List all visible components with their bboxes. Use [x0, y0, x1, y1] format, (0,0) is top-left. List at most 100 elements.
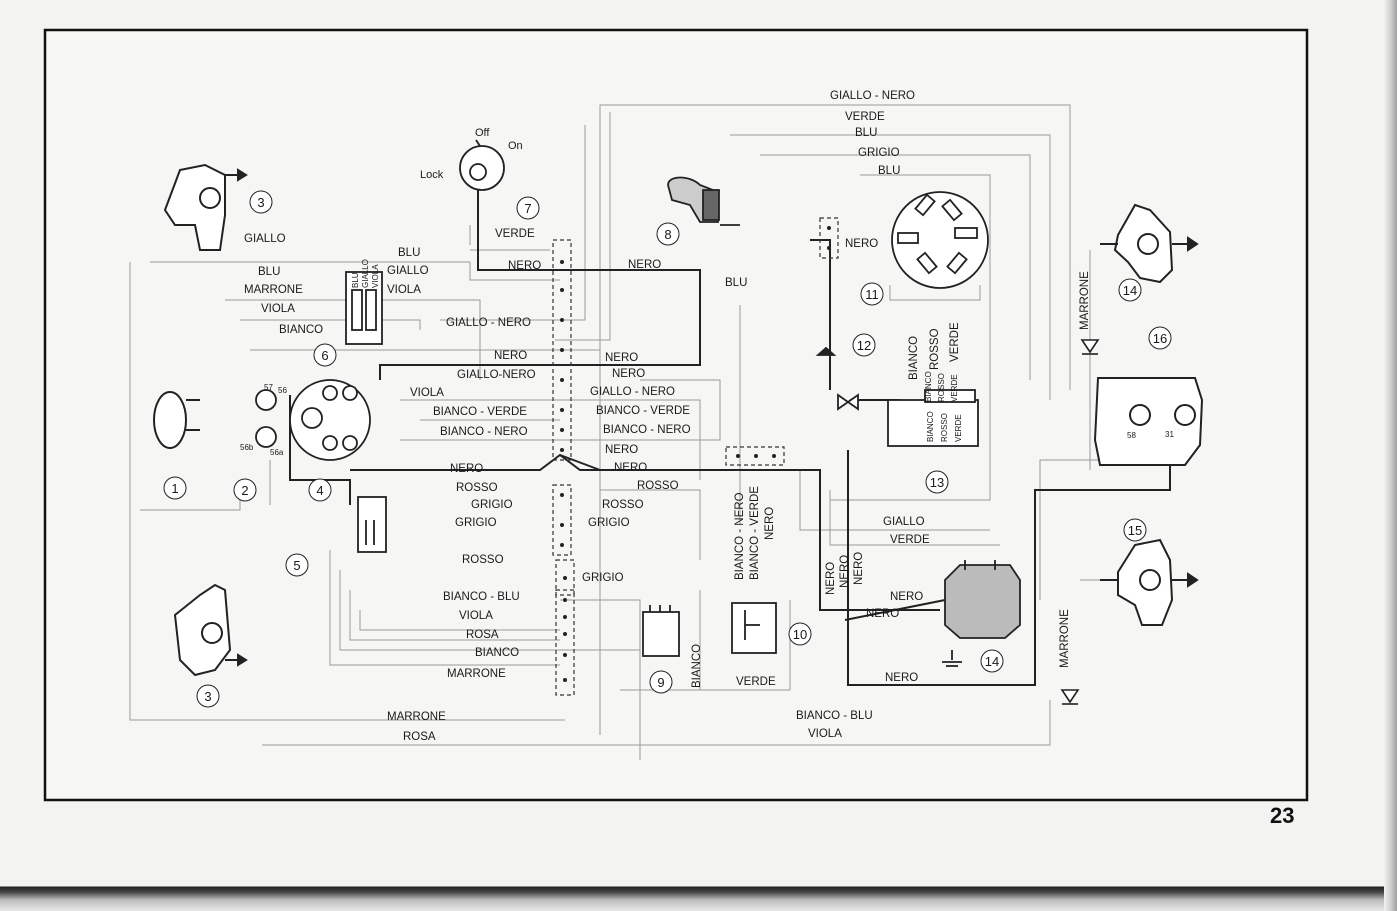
svg-text:NERO: NERO — [605, 352, 638, 364]
svg-text:3: 3 — [204, 689, 211, 704]
svg-text:VERDE: VERDE — [890, 534, 930, 546]
indicator-rear-right — [1100, 538, 1199, 626]
svg-text:NERO: NERO — [839, 555, 851, 588]
terminal-block — [887, 389, 979, 447]
component-labels: 3 7 8 11 14 16 12 6 13 1 2 4 5 15 10 14 … — [163, 190, 1172, 708]
svg-text:GIALLO-NERO: GIALLO-NERO — [457, 369, 536, 381]
svg-text:NERO: NERO — [614, 462, 647, 474]
terminal-labels: 57 56 56b 56a 58 31 — [240, 383, 1174, 457]
switch-label-off: Off — [475, 127, 490, 139]
main-wiring — [289, 170, 1171, 686]
svg-text:VIOLA: VIOLA — [808, 728, 842, 740]
svg-text:BIANCO - BLU: BIANCO - BLU — [443, 591, 520, 603]
svg-text:MARRONE: MARRONE — [387, 711, 446, 723]
svg-text:BIANCO: BIANCO — [691, 644, 703, 688]
svg-text:BLU: BLU — [351, 272, 360, 288]
svg-text:NERO: NERO — [890, 591, 923, 603]
component-label-2: 2 — [233, 478, 257, 502]
svg-text:7: 7 — [524, 201, 531, 216]
switch-block-labels: BLU GIALLO VIOLA — [351, 259, 380, 288]
book-right-edge — [1384, 0, 1397, 911]
svg-text:MARRONE: MARRONE — [244, 284, 303, 296]
svg-text:10: 10 — [793, 627, 807, 642]
page-number: 23 — [1270, 803, 1295, 828]
svg-text:BLU: BLU — [258, 266, 280, 278]
svg-text:BIANCO - NERO: BIANCO - NERO — [734, 492, 746, 580]
svg-text:6: 6 — [321, 348, 328, 363]
svg-text:GRIGIO: GRIGIO — [471, 499, 513, 511]
ignition-switch — [459, 139, 505, 191]
svg-text:ROSSO: ROSSO — [940, 413, 949, 442]
svg-text:14: 14 — [1123, 283, 1137, 298]
component-label-6: 6 — [313, 343, 337, 367]
svg-text:9: 9 — [657, 675, 664, 690]
flywheel-magneto — [289, 379, 371, 461]
stop-light-switch — [667, 176, 740, 226]
voltage-regulator — [357, 496, 387, 553]
svg-text:BIANCO - VERDE: BIANCO - VERDE — [749, 486, 761, 580]
svg-text:VERDE: VERDE — [949, 322, 961, 362]
component-label-13: 13 — [925, 470, 949, 494]
connector-column — [552, 217, 839, 696]
book-bottom-edge — [0, 878, 1397, 911]
component-label-5: 5 — [285, 553, 309, 577]
svg-text:BLU: BLU — [725, 277, 747, 289]
component-label-16: 16 — [1148, 326, 1172, 350]
side-marker-diodes — [1060, 339, 1100, 705]
svg-text:BIANCO: BIANCO — [924, 371, 933, 402]
svg-text:NERO: NERO — [605, 444, 638, 456]
svg-text:NERO: NERO — [494, 350, 527, 362]
svg-text:VERDE: VERDE — [736, 676, 776, 688]
svg-text:13: 13 — [930, 475, 944, 490]
svg-text:BIANCO: BIANCO — [279, 324, 323, 336]
svg-text:2: 2 — [241, 483, 248, 498]
svg-text:VERDE: VERDE — [495, 228, 535, 240]
svg-text:BIANCO - BLU: BIANCO - BLU — [796, 710, 873, 722]
svg-text:BLU: BLU — [855, 127, 877, 139]
svg-text:ROSSO: ROSSO — [462, 554, 504, 566]
svg-text:NERO: NERO — [628, 259, 661, 271]
svg-text:NERO: NERO — [450, 463, 483, 475]
svg-text:VIOLA: VIOLA — [410, 387, 444, 399]
svg-text:ROSSO: ROSSO — [937, 373, 946, 402]
svg-text:NERO: NERO — [866, 608, 899, 620]
svg-text:12: 12 — [857, 338, 871, 353]
svg-text:VERDE: VERDE — [845, 111, 885, 123]
svg-text:ROSA: ROSA — [403, 731, 436, 743]
svg-text:VIOLA: VIOLA — [371, 264, 380, 288]
horn — [153, 391, 200, 449]
svg-text:GIALLO: GIALLO — [361, 259, 370, 288]
svg-text:GIALLO: GIALLO — [883, 516, 925, 528]
light-switch — [255, 389, 277, 448]
indicator-front-left — [163, 163, 248, 251]
svg-text:56b: 56b — [240, 443, 254, 452]
svg-text:31: 31 — [1165, 430, 1174, 439]
svg-text:NERO: NERO — [764, 507, 776, 540]
connector-pins — [560, 226, 831, 682]
indicator-rear-left — [173, 583, 248, 677]
svg-text:VIOLA: VIOLA — [387, 284, 421, 296]
component-label-15a: 14 — [1118, 278, 1142, 302]
svg-text:GIALLO: GIALLO — [244, 233, 286, 245]
svg-text:ROSA: ROSA — [466, 629, 499, 641]
component-label-8: 8 — [656, 222, 680, 246]
svg-text:56a: 56a — [270, 448, 284, 457]
background-wiring — [129, 104, 1161, 760]
svg-text:1: 1 — [171, 481, 178, 496]
svg-text:BIANCO: BIANCO — [475, 647, 519, 659]
instrument-cluster — [891, 191, 989, 289]
svg-text:MARRONE: MARRONE — [1079, 271, 1091, 330]
component-label-10: 10 — [788, 622, 812, 646]
svg-text:VIOLA: VIOLA — [459, 610, 493, 622]
svg-text:BIANCO - VERDE: BIANCO - VERDE — [596, 405, 690, 417]
svg-text:4: 4 — [316, 483, 323, 498]
svg-text:BIANCO - VERDE: BIANCO - VERDE — [433, 406, 527, 418]
component-label-15b: 15 — [1123, 518, 1147, 542]
svg-text:BIANCO - NERO: BIANCO - NERO — [603, 424, 691, 436]
svg-text:16: 16 — [1153, 331, 1167, 346]
svg-text:ROSSO: ROSSO — [929, 328, 941, 370]
svg-text:GRIGIO: GRIGIO — [858, 147, 900, 159]
svg-text:58: 58 — [1127, 431, 1136, 440]
